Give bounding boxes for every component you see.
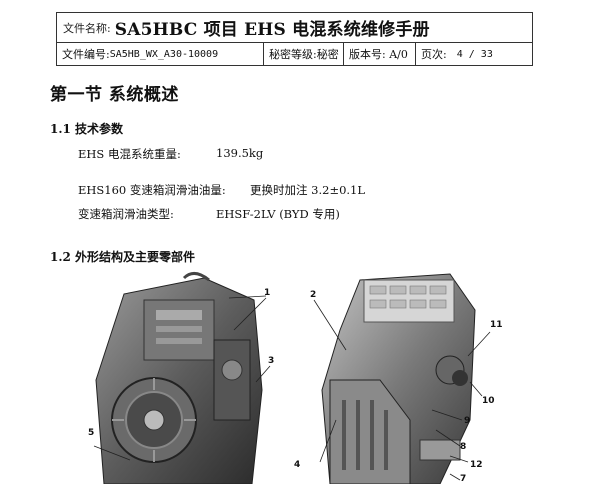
- page-label: 页次:: [421, 48, 447, 61]
- callout-10: 10: [482, 396, 495, 406]
- subsection-heading-1-1: 1.1 技术参数: [50, 122, 124, 136]
- callout-7: 7: [460, 474, 467, 484]
- transmission-illustration-left: [93, 272, 271, 484]
- header-meta-row: 文件编号: SA5HB_WX_A30-10009 秘密等级:秘密 版本号: A/…: [57, 43, 532, 65]
- param-value: EHSF-2LV (BYD 专用): [216, 207, 340, 221]
- doc-number-cell: 文件编号: SA5HB_WX_A30-10009: [57, 43, 264, 65]
- figure-right-assembly: 2 11 10 9 8 4 12 7: [294, 270, 510, 484]
- callout-9: 9: [464, 416, 471, 426]
- doc-title: SA5HBC 项目 EHS 电混系统维修手册: [114, 20, 430, 40]
- secrecy-level: 秘密等级:秘密: [269, 48, 339, 61]
- section-title: 第一节 系统概述: [50, 85, 179, 105]
- secrecy-cell: 秘密等级:秘密: [264, 43, 344, 65]
- param-weight: EHS 电混系统重量: 139.5kg: [78, 146, 263, 162]
- param-label: EHS160 变速箱润滑油油量:: [78, 183, 226, 197]
- page-cell: 页次: 4 / 33: [416, 43, 532, 65]
- callout-1: 1: [264, 288, 271, 298]
- doc-number-value: SA5HB_WX_A30-10009: [109, 48, 219, 60]
- callout-11: 11: [490, 320, 503, 330]
- param-value: 139.5kg: [216, 146, 264, 160]
- param-value: 更换时加注 3.2±0.1L: [250, 183, 366, 197]
- callout-4: 4: [294, 460, 301, 470]
- transmission-illustration-right: [313, 273, 491, 484]
- param-oil-volume: EHS160 变速箱润滑油油量: 更换时加注 3.2±0.1L: [78, 182, 365, 198]
- callout-5: 5: [88, 428, 95, 438]
- param-label: EHS 电混系统重量:: [78, 147, 181, 161]
- callout-3: 3: [268, 356, 275, 366]
- param-label: 变速箱润滑油类型:: [78, 207, 174, 221]
- subsection-heading-1-2: 1.2 外形结构及主要零部件: [50, 250, 196, 264]
- header-title-row: 文件名称: SA5HBC 项目 EHS 电混系统维修手册: [57, 13, 532, 43]
- figure-left-assembly: 1 3 5: [84, 270, 284, 484]
- doc-name-label: 文件名称:: [63, 21, 111, 35]
- version-number: 版本号: A/0: [349, 48, 408, 61]
- version-cell: 版本号: A/0: [344, 43, 416, 65]
- callout-8: 8: [460, 442, 467, 452]
- callout-2: 2: [310, 290, 317, 300]
- doc-number-label: 文件编号:: [62, 48, 110, 61]
- callout-12: 12: [470, 460, 483, 470]
- param-oil-type: 变速箱润滑油类型: EHSF-2LV (BYD 专用): [78, 206, 340, 222]
- page-number: 4 / 33: [456, 48, 493, 60]
- document-header: 文件名称: SA5HBC 项目 EHS 电混系统维修手册 文件编号: SA5HB…: [56, 12, 533, 66]
